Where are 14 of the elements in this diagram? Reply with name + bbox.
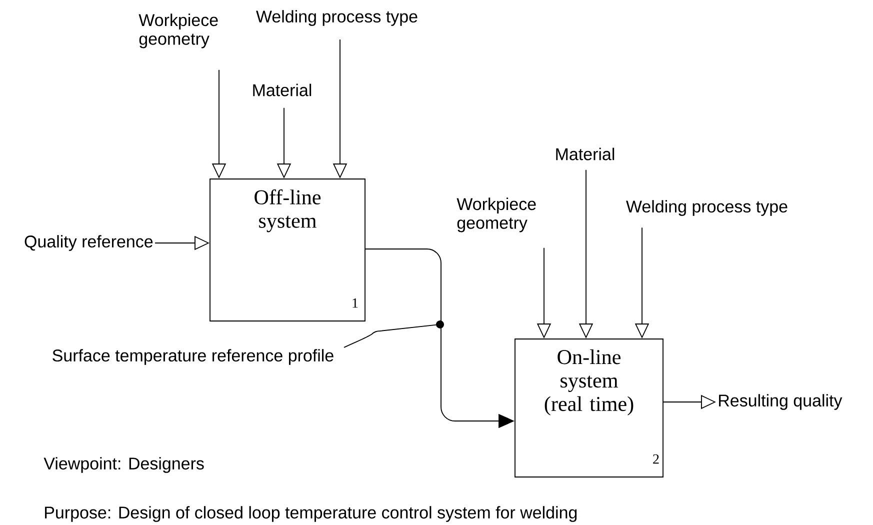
note-text: Viewpoint: Designers [44,457,204,473]
arrow-label: Welding process type [256,10,418,26]
note-text: Purpose: Design of closed loop temperature control system for welding [45,506,577,522]
leader-line [344,320,444,348]
arrow-label: Workpiece geometry [456,198,536,232]
process-box: On-line system (real time) 2 [514,338,664,478]
process-box: Off-line system 1 [210,178,366,322]
arrow-label: Surface temperature reference profile [52,349,334,365]
arrow-label: Material [556,148,614,160]
arrow-label: Material [253,84,312,96]
arrow-label: Quality reference [24,235,153,251]
arrow-label: Workpiece geometry [138,14,218,48]
arrow-label: Resulting quality [719,394,842,410]
arrow-label: Welding process type [626,200,788,216]
